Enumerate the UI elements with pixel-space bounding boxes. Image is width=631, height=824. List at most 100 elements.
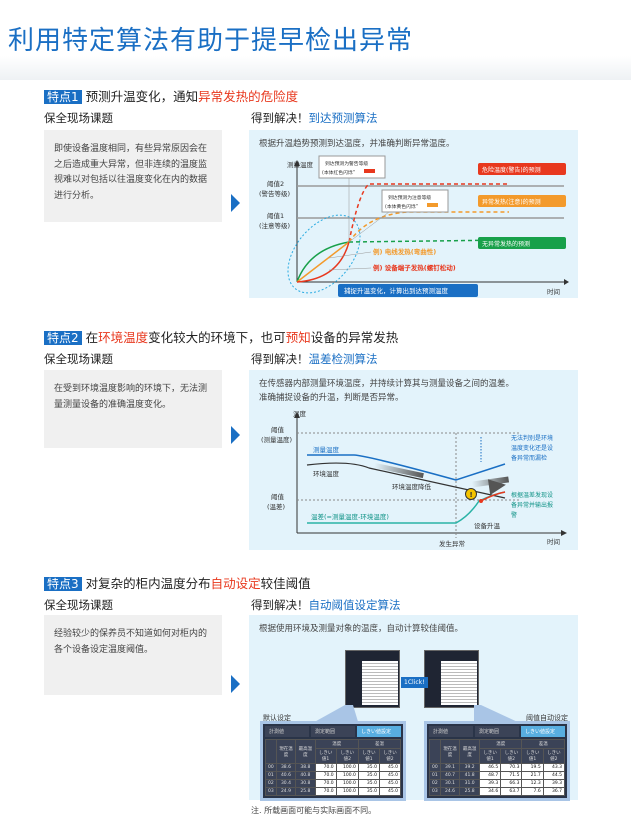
panel-text-line: 准确捕捉设备的升温，判断是否异常。	[259, 393, 404, 403]
page-title: 利用特定算法有助于提早检出异常	[8, 26, 414, 56]
table-cell[interactable]: 45.0	[378, 763, 402, 772]
table-cell: 03	[265, 787, 277, 796]
table-cell[interactable]: 35.0	[357, 763, 380, 772]
table-cell[interactable]: 70.3	[500, 763, 523, 772]
solution-prefix: 得到解决！	[251, 598, 309, 612]
problem-box: 经验较少的保养员不知道如何对柜内的各个设备设定温度阈值。	[44, 615, 222, 695]
table-cell[interactable]: 39.3	[478, 779, 502, 788]
table-cell: 40.7	[439, 771, 461, 780]
table-cell[interactable]: 36.7	[542, 787, 566, 796]
table-cell[interactable]: 35.0	[357, 771, 380, 780]
table-cell[interactable]: 70.0	[314, 787, 337, 796]
table-cell: 25.8	[295, 787, 316, 796]
sub-header: しきい値2	[335, 748, 359, 764]
table-cell[interactable]: 66.3	[500, 779, 523, 788]
table-cell[interactable]: 12.3	[521, 779, 544, 788]
ambient-line	[306, 462, 506, 499]
table-tab[interactable]: 計測値	[429, 726, 473, 737]
table-cell[interactable]: 35.0	[357, 779, 380, 788]
svg-text:异常发热(注意)的预测: 异常发热(注意)的预测	[482, 198, 541, 206]
sub-header: しきい値1	[521, 748, 544, 764]
table-cell[interactable]: 39.3	[542, 779, 566, 788]
table-cell[interactable]: 7.6	[521, 787, 544, 796]
table-cell[interactable]: 70.0	[314, 763, 337, 772]
sub-header: しきい値1	[478, 748, 502, 764]
svg-text:(温差): (温差)	[267, 502, 285, 511]
table-cell[interactable]: 34.6	[478, 787, 502, 796]
table-cell[interactable]: 63.7	[500, 787, 523, 796]
group-header: 温度	[314, 739, 359, 749]
table-cell: 30.1	[439, 779, 461, 788]
table-cell[interactable]: 100.0	[335, 763, 359, 772]
table-cell[interactable]: 43.3	[542, 763, 566, 772]
measured-label: 测量温度	[313, 445, 340, 454]
heading-highlight: 预知	[285, 330, 311, 345]
auto-label: 阈值自动设定	[526, 714, 568, 722]
solution-name: 自动阈值设定算法	[308, 598, 401, 612]
table-cell[interactable]: 45.0	[378, 779, 402, 788]
table-cell[interactable]: 100.0	[335, 779, 359, 788]
table-cell[interactable]: 44.5	[542, 771, 566, 780]
table-cell[interactable]: 100.0	[335, 771, 359, 780]
table-cell[interactable]: 45.0	[378, 771, 402, 780]
table-cell[interactable]: 21.7	[521, 771, 544, 780]
table-tab[interactable]: 計測値	[265, 726, 309, 737]
svg-text:备异常并输出报: 备异常并输出报	[511, 501, 553, 509]
panel-text: 根据使用环境及测量对象的温度，自动计算较佳阈值。	[259, 624, 464, 634]
svg-text:环境温度降低: 环境温度降低	[392, 482, 432, 491]
svg-text:警: 警	[511, 511, 517, 519]
svg-text:!: !	[470, 491, 473, 499]
solution-prefix: 得到解决！	[251, 352, 309, 366]
green-curve	[296, 241, 350, 283]
table-cell[interactable]: 70.0	[314, 779, 337, 788]
solution-panel-2: 在传感器内部测量环境温度，并持续计算其与测量设备之间的温差。准确捕捉设备的升温，…	[249, 370, 578, 550]
svg-text:危险温度(警告)的预测: 危险温度(警告)的预测	[482, 166, 541, 174]
problem-label: 保全现场课题	[44, 352, 113, 366]
table-tab[interactable]: しきい値設定	[521, 726, 565, 737]
heading-highlight: 异常发热的危险度	[198, 89, 299, 104]
table-cell[interactable]: 46.5	[478, 763, 502, 772]
table-cell[interactable]: 35.0	[357, 787, 380, 796]
problem-label: 保全现场课题	[44, 111, 113, 125]
table-cell[interactable]: 70.0	[314, 771, 337, 780]
table-cell[interactable]: 71.5	[500, 771, 523, 780]
table-cell[interactable]: 100.0	[335, 787, 359, 796]
table-tab[interactable]: 測定範囲	[475, 726, 519, 737]
corner	[429, 739, 441, 764]
heading-text: 较佳阈值	[260, 576, 311, 591]
svg-text:捕捉升温变化，计算出到达预测温度: 捕捉升温变化，计算出到达预测温度	[344, 286, 449, 295]
table-cell: 01	[429, 771, 441, 780]
heading-text: 设备的异常发热	[310, 330, 399, 345]
diff-label: 温差(=测量温度-环境温度)	[311, 512, 389, 521]
table-cell[interactable]: 19.5	[521, 763, 544, 772]
table-tab[interactable]: しきい値設定	[357, 726, 401, 737]
problem-box: 即使设备温度相同，有些异常原因会在之后造成重大异常，但非连续的温度监视难以对包括…	[44, 130, 222, 222]
table-cell[interactable]: 48.7	[478, 771, 502, 780]
svg-text:根据温差发现设: 根据温差发现设	[511, 491, 553, 499]
red-curve	[296, 241, 350, 283]
arrow-right-icon	[231, 194, 240, 212]
y-axis-label: 测量温度	[287, 160, 314, 169]
table-cell: 00	[265, 763, 277, 772]
group-header: 差温	[521, 739, 565, 749]
table-cell: 39.2	[459, 763, 480, 772]
rise-label: 设备升温	[474, 521, 501, 530]
svg-text:无异常发热的预测: 无异常发热的预测	[482, 240, 530, 248]
table-cell[interactable]: 45.0	[378, 787, 402, 796]
solution-prefix: 得到解决！	[251, 111, 309, 125]
corner	[265, 739, 277, 764]
table-cell: 02	[429, 779, 441, 788]
tag-green	[478, 237, 566, 249]
table-tab[interactable]: 測定範囲	[311, 726, 355, 737]
table-cell: 41.8	[459, 771, 480, 780]
solution-name: 温差检测算法	[308, 352, 378, 366]
heading-highlight: 自动设定	[210, 576, 261, 591]
prediction-diagram: 测量温度 时间 阈值2 (警告等级) 阈值1 (注意等级) 到达预测为警告等级 …	[259, 155, 569, 297]
threshold2-sub: (警告等级)	[259, 189, 290, 198]
feature-badge: 特点1	[44, 90, 82, 104]
